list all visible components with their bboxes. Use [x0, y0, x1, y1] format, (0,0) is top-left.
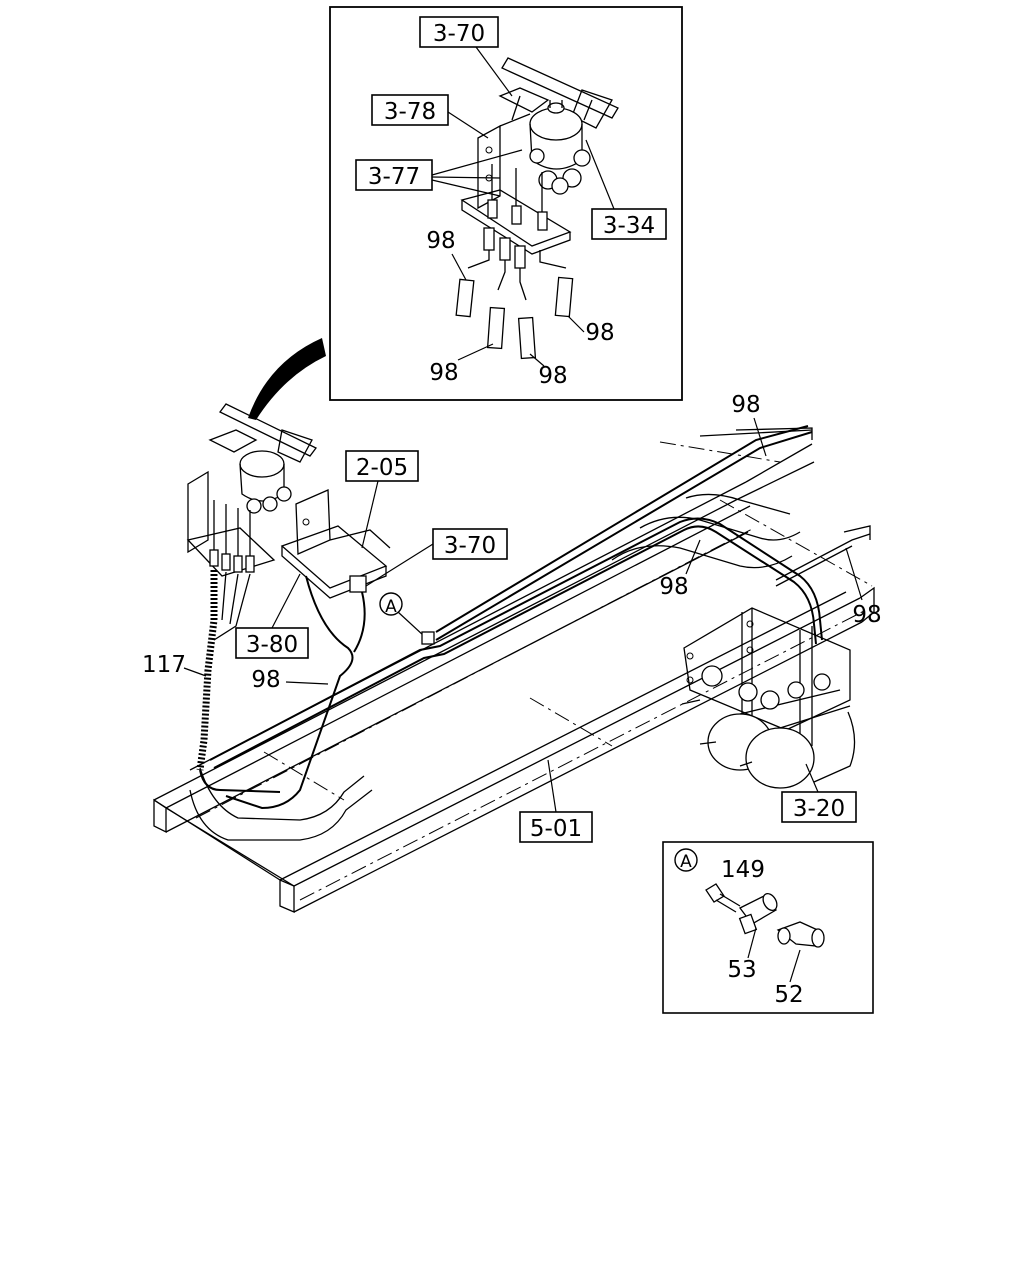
brake-valve-main-drawing — [186, 403, 317, 577]
bracket-2-05-drawing — [280, 489, 391, 599]
inset-pointer-arrow — [248, 338, 326, 420]
svg-text:A: A — [385, 597, 397, 617]
part-98-frame-mid: 98 — [659, 574, 688, 600]
brake-valve-detail-inset: 3-70 3-78 3-77 3-34 98 98 98 98 — [329, 6, 683, 401]
callout-box-3-77 — [355, 159, 433, 191]
part-98-inset-b: 98 — [585, 320, 614, 346]
callout-3-70-top: 3-70 — [433, 21, 485, 47]
callout-3-80: 3-80 — [246, 632, 298, 658]
svg-text:A: A — [680, 852, 692, 872]
part-149: 149 — [721, 857, 765, 883]
tee-53-drawing — [738, 892, 778, 935]
air-tank-assembly-drawing — [681, 607, 856, 789]
detail-a-marker-main: A — [379, 592, 435, 645]
part-98-inset-a: 98 — [426, 228, 455, 254]
part-98-inset-c: 98 — [429, 360, 458, 386]
callout-3-77: 3-77 — [368, 164, 420, 190]
callout-2-05: 2-05 — [356, 455, 408, 481]
part-117: 117 — [142, 652, 186, 678]
part-98-frame-right: 98 — [852, 602, 881, 628]
brake-valve-drawing — [529, 100, 591, 195]
brake-pipes-drawing — [209, 425, 871, 769]
callout-3-78: 3-78 — [384, 99, 436, 125]
detail-a-frame — [662, 841, 874, 1014]
callout-3-70-mid: 3-70 — [444, 533, 496, 559]
callout-box-2-05 — [345, 450, 419, 482]
part-98-hose: 98 — [251, 667, 280, 693]
detail-a-marker — [674, 848, 698, 872]
detail-a-inset: A 149 53 52 — [662, 841, 874, 1014]
hose-98-drawing — [225, 575, 366, 810]
callout-box-3-78 — [371, 94, 449, 126]
inset-hoses — [455, 276, 574, 360]
part-98-inset-d: 98 — [538, 363, 567, 389]
part-53: 53 — [727, 957, 756, 983]
callout-box-3-70-mid — [432, 528, 508, 560]
part-98-frame-top: 98 — [731, 392, 760, 418]
part-52: 52 — [774, 982, 803, 1008]
brake-pedal-drawing — [498, 57, 619, 129]
callout-box-3-70-top — [419, 16, 499, 48]
inset-frame — [329, 6, 683, 401]
hose-117-drawing — [196, 570, 281, 793]
bolt-149-drawing — [705, 883, 741, 913]
callout-box-3-34 — [591, 208, 667, 240]
callout-5-01: 5-01 — [530, 816, 582, 842]
hose-fittings-drawing — [467, 164, 567, 301]
callout-3-20: 3-20 — [793, 796, 845, 822]
callout-3-34: 3-34 — [603, 213, 655, 239]
elbow-52-drawing — [776, 921, 825, 948]
callout-box-3-20 — [781, 791, 857, 823]
